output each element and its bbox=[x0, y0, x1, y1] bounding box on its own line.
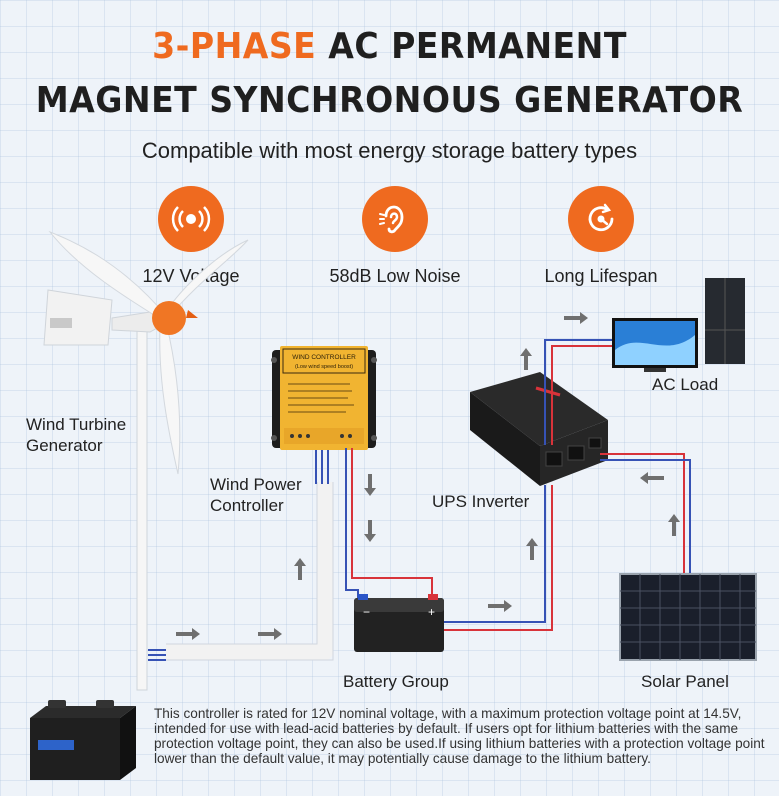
refrigerator-icon bbox=[705, 278, 745, 364]
feature-noise: 58dB Low Noise bbox=[295, 186, 495, 287]
arrow-down-icon bbox=[364, 474, 376, 496]
solar-panel bbox=[619, 573, 757, 661]
feature-lifespan: Long Lifespan bbox=[501, 186, 701, 287]
wind-controller-label: Wind Power Controller bbox=[210, 475, 302, 515]
arrow-down-icon bbox=[364, 520, 376, 542]
title-line-1-rest: AC PERMANENT bbox=[316, 26, 627, 67]
arrow-up-icon bbox=[668, 514, 680, 536]
arrow-right-icon bbox=[258, 628, 282, 640]
arrow-up-icon bbox=[526, 538, 538, 560]
wind-turbine-label: Wind Turbine Generator bbox=[26, 415, 127, 455]
arrow-up-icon bbox=[520, 348, 532, 370]
wind-controller: WIND CONTROLLER (Low wind speed boost) bbox=[271, 346, 377, 450]
title-accent: 3-PHASE bbox=[152, 26, 317, 67]
solar-panel-label: Solar Panel bbox=[641, 672, 729, 691]
svg-text:−: − bbox=[363, 605, 370, 619]
cycle-icon bbox=[568, 186, 634, 252]
title-line-2: MAGNET SYNCHRONOUS GENERATOR bbox=[35, 80, 744, 121]
tv-icon bbox=[612, 318, 698, 372]
flow-arrows bbox=[176, 312, 680, 640]
arrow-right-icon bbox=[564, 312, 588, 324]
vibration-icon bbox=[158, 186, 224, 252]
arrow-right-icon bbox=[488, 600, 512, 612]
title-line-1: 3-PHASE AC PERMANENT bbox=[31, 26, 748, 67]
feature-label: 58dB Low Noise bbox=[329, 266, 461, 286]
ear-icon bbox=[362, 186, 428, 252]
ups-inverter bbox=[470, 372, 608, 486]
controller-plate-title: WIND CONTROLLER bbox=[292, 354, 356, 361]
arrow-left-icon bbox=[640, 472, 664, 484]
battery-group-label: Battery Group bbox=[343, 672, 449, 691]
ac-load-label: AC Load bbox=[652, 375, 719, 394]
feature-label: Long Lifespan bbox=[544, 266, 658, 286]
battery-group: − + bbox=[354, 594, 444, 652]
arrow-up-icon bbox=[294, 558, 306, 580]
wind-turbine bbox=[43, 230, 249, 691]
arrow-right-icon bbox=[176, 628, 200, 640]
controller-plate-subtitle: (Low wind speed boost) bbox=[295, 364, 353, 370]
controller-note: This controller is rated for 12V nominal… bbox=[154, 706, 765, 766]
battery-pack-icon bbox=[30, 700, 136, 780]
ups-inverter-label: UPS Inverter bbox=[432, 492, 530, 511]
svg-text:+: + bbox=[428, 605, 435, 619]
subtitle: Compatible with most energy storage batt… bbox=[141, 138, 638, 163]
